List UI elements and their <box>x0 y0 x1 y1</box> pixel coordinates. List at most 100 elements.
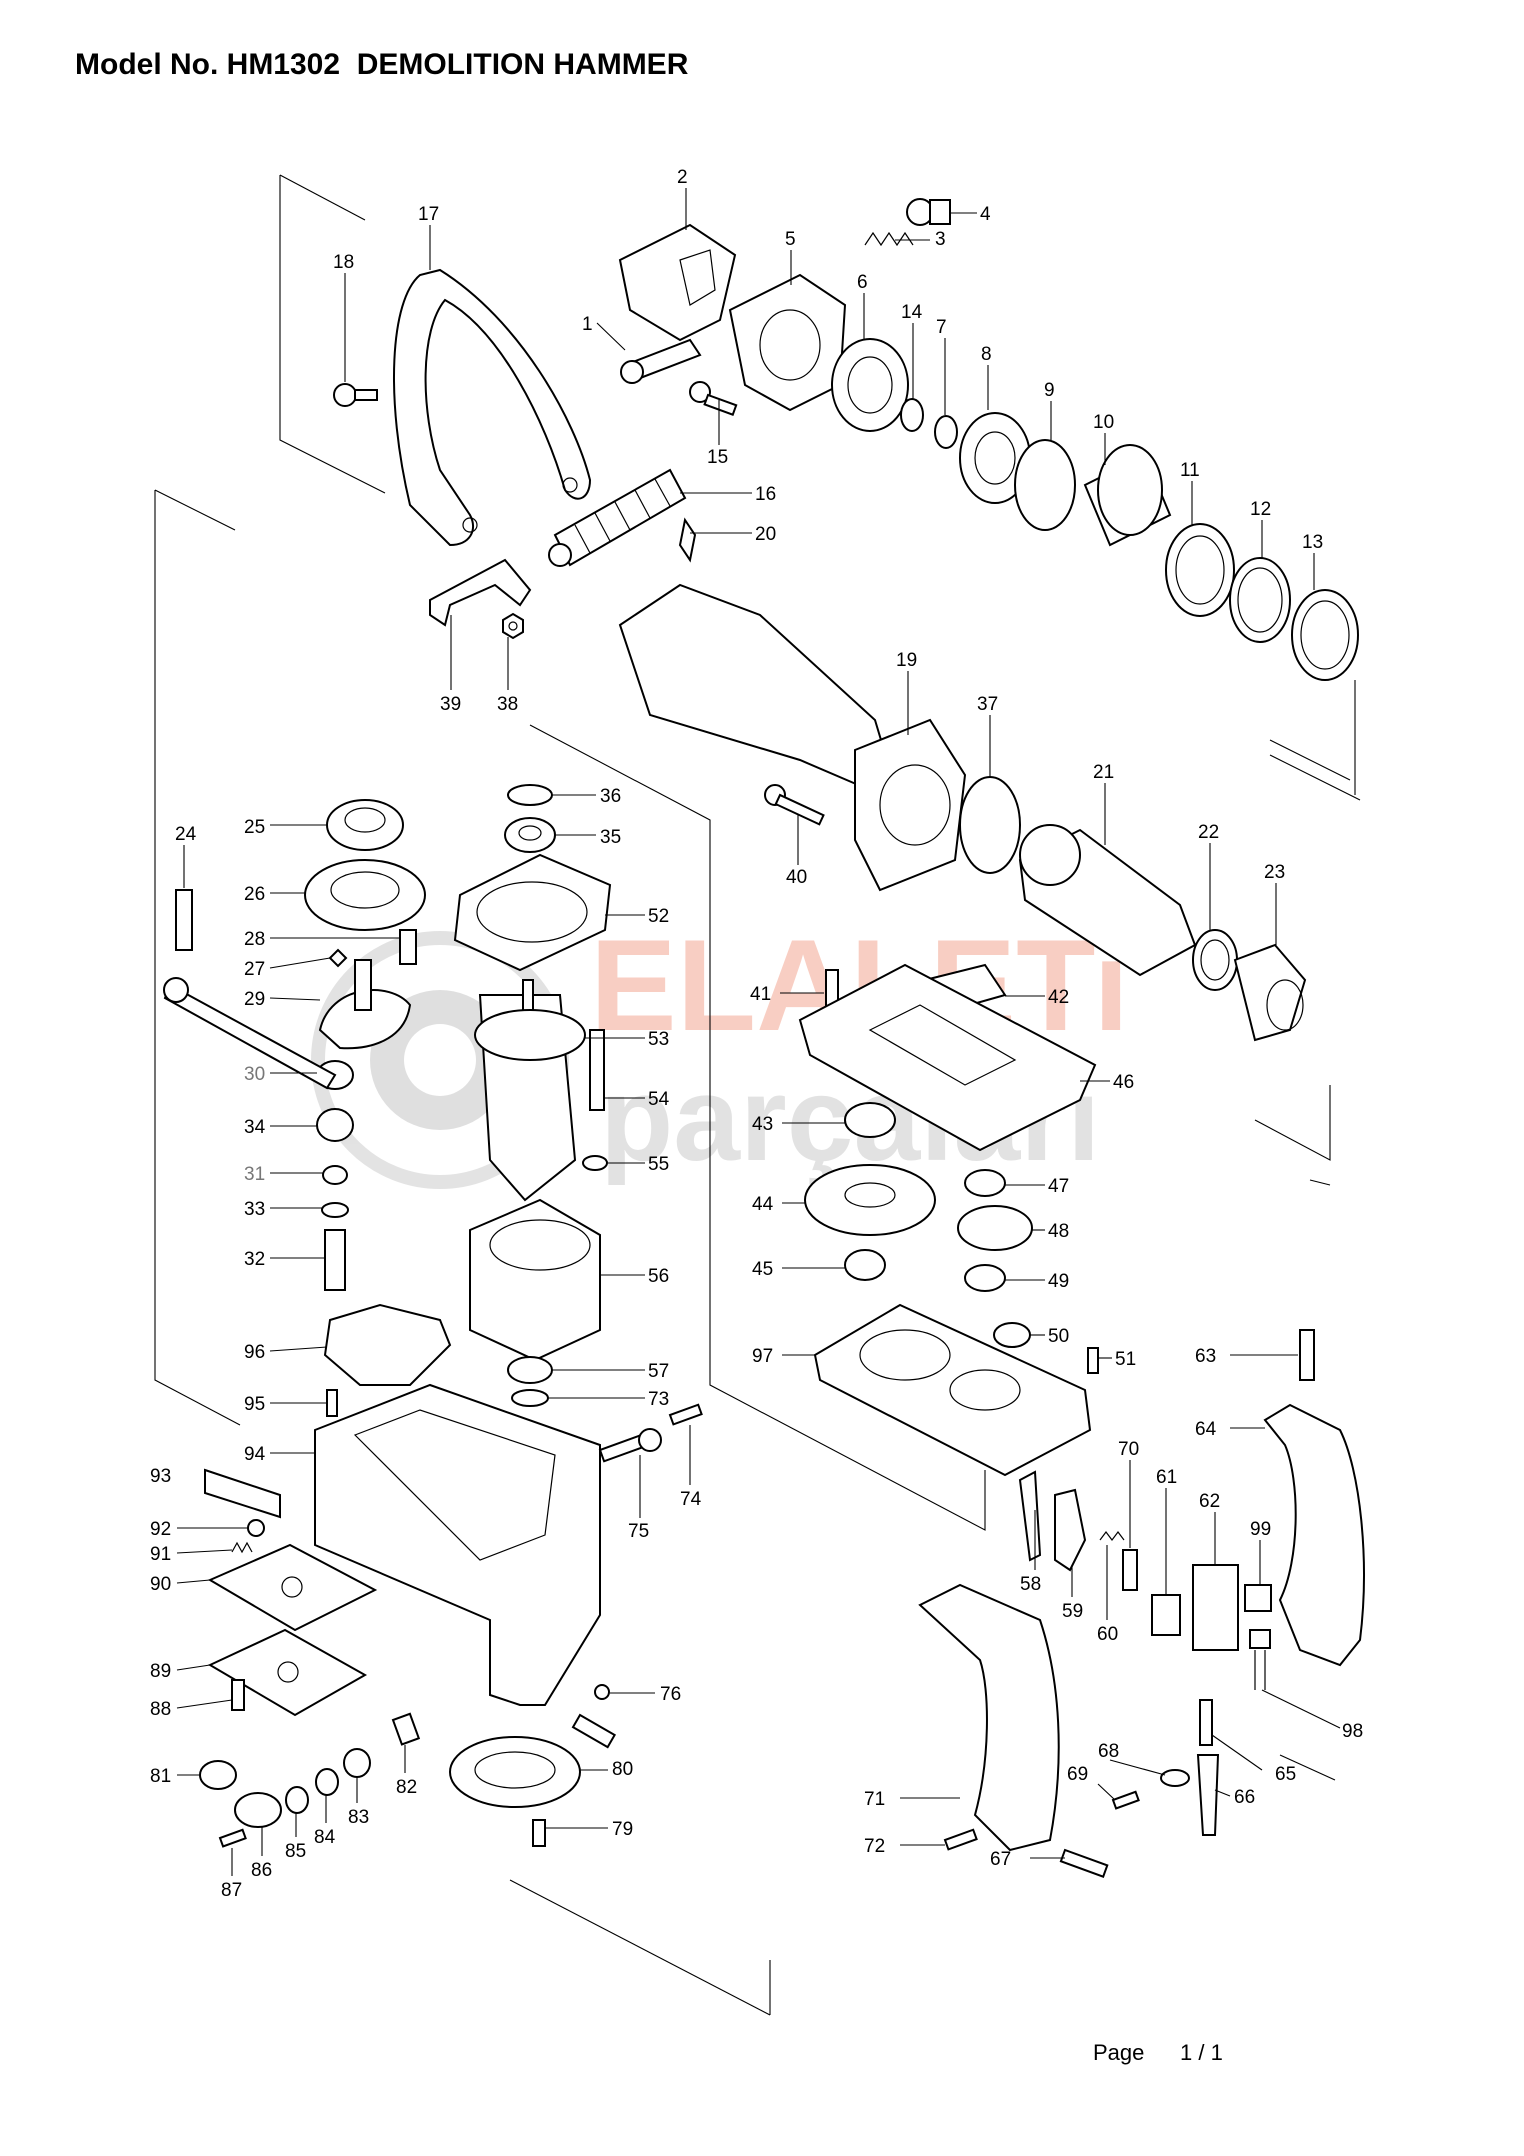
label-20: 20 <box>755 524 776 545</box>
part-23-striker <box>1233 943 1307 1042</box>
part-56-field <box>469 1198 601 1362</box>
part-65-cord <box>1199 1699 1213 1746</box>
label-41: 41 <box>750 984 771 1005</box>
part-29-crank <box>318 959 412 1050</box>
part-18-bolt <box>333 383 378 407</box>
part-32-bolt <box>324 1229 346 1291</box>
label-11: 11 <box>1180 460 1200 481</box>
part-57-bearing <box>507 1356 553 1384</box>
part-87-bolt <box>218 1828 247 1848</box>
part-44-gear <box>804 1164 936 1236</box>
part-11-sleeve <box>1165 523 1235 617</box>
part-4-plug <box>906 198 951 226</box>
label-89: 89 <box>150 1661 171 1682</box>
part-71-side-handle <box>918 1583 1060 1852</box>
part-79-bolt <box>532 1819 546 1847</box>
label-18: 18 <box>333 252 354 273</box>
label-91: 91 <box>150 1544 171 1565</box>
label-33: 33 <box>244 1199 265 1220</box>
label-50: 50 <box>1048 1326 1069 1347</box>
part-95-pin <box>326 1389 338 1417</box>
label-73: 73 <box>648 1389 669 1410</box>
part-81-cap <box>199 1760 237 1790</box>
footer-page-label: Page <box>1093 2040 1145 2065</box>
label-32: 32 <box>244 1249 265 1270</box>
part-90-gasket <box>207 1543 378 1632</box>
label-82: 82 <box>396 1777 417 1798</box>
part-19-barrel <box>618 583 967 892</box>
part-75-bolt <box>598 1428 662 1463</box>
label-10: 10 <box>1093 412 1114 433</box>
label-24: 24 <box>175 824 197 845</box>
part-61-switch <box>1151 1594 1181 1636</box>
part-3-spring <box>864 231 914 247</box>
label-8: 8 <box>981 344 992 365</box>
part-connecting-rod <box>163 977 337 1090</box>
label-25: 25 <box>244 817 265 838</box>
part-15-bolt <box>689 381 738 416</box>
label-56: 56 <box>648 1266 669 1287</box>
label-3: 3 <box>935 229 946 250</box>
label-42: 42 <box>1048 987 1069 1008</box>
label-39: 39 <box>440 694 461 715</box>
label-98: 98 <box>1342 1721 1363 1742</box>
part-pin <box>571 1713 617 1749</box>
label-30: 30 <box>244 1064 265 1085</box>
part-46-cover <box>798 963 1097 1152</box>
part-76-bolt <box>594 1684 610 1700</box>
part-53-armature <box>474 979 586 1202</box>
label-61: 61 <box>1156 1467 1177 1488</box>
label-35: 35 <box>600 827 621 848</box>
part-80-cover <box>449 1736 581 1808</box>
label-6: 6 <box>857 272 868 293</box>
part-28-bolt <box>399 929 417 965</box>
part-10-sleeve <box>1083 444 1172 547</box>
label-21: 21 <box>1093 762 1114 783</box>
part-88-bolt <box>231 1679 245 1711</box>
part-6-seal <box>831 338 909 432</box>
part-35-bearing <box>504 817 556 853</box>
label-67: 67 <box>990 1849 1011 1870</box>
label-34: 34 <box>244 1117 266 1138</box>
label-7: 7 <box>936 317 947 338</box>
part-66-cord-guard <box>1196 1754 1220 1836</box>
part-67-bolt <box>1059 1848 1109 1878</box>
label-37: 37 <box>977 694 998 715</box>
part-69-screw <box>1111 1790 1140 1810</box>
label-90: 90 <box>150 1574 171 1595</box>
part-97-gear-housing <box>813 1303 1092 1477</box>
part-47-bearing <box>964 1169 1006 1197</box>
part-24-pin <box>175 889 193 951</box>
part-93-label <box>204 1468 281 1519</box>
label-29: 29 <box>244 989 265 1010</box>
label-84: 84 <box>314 1827 336 1848</box>
part-33-washer <box>321 1202 349 1218</box>
part-51-pin <box>1087 1347 1099 1374</box>
part-91-spring <box>231 1541 253 1554</box>
part-27-key <box>328 948 348 968</box>
label-1: 1 <box>582 314 593 335</box>
label-53: 53 <box>648 1029 669 1050</box>
label-57: 57 <box>648 1361 669 1382</box>
part-54-bolt <box>589 1029 605 1111</box>
part-17-strap <box>392 268 592 547</box>
label-17: 17 <box>418 204 439 225</box>
label-4: 4 <box>980 204 991 225</box>
label-5: 5 <box>785 229 796 250</box>
label-52: 52 <box>648 906 669 927</box>
part-2-housing <box>618 223 737 342</box>
part-25-bearing <box>326 799 404 851</box>
part-68-clamp <box>1160 1769 1190 1787</box>
label-48: 48 <box>1048 1221 1069 1242</box>
part-83-cap <box>343 1748 371 1778</box>
part-70-insulator <box>1122 1549 1138 1591</box>
label-44: 44 <box>752 1194 774 1215</box>
part-96-gasket <box>323 1303 452 1386</box>
label-22: 22 <box>1198 822 1219 843</box>
label-28: 28 <box>244 929 265 950</box>
label-46: 46 <box>1113 1072 1134 1093</box>
part-1-shaft <box>620 338 702 384</box>
label-70: 70 <box>1118 1439 1139 1460</box>
label-69: 69 <box>1067 1764 1088 1785</box>
part-34-bearing <box>316 1108 354 1142</box>
